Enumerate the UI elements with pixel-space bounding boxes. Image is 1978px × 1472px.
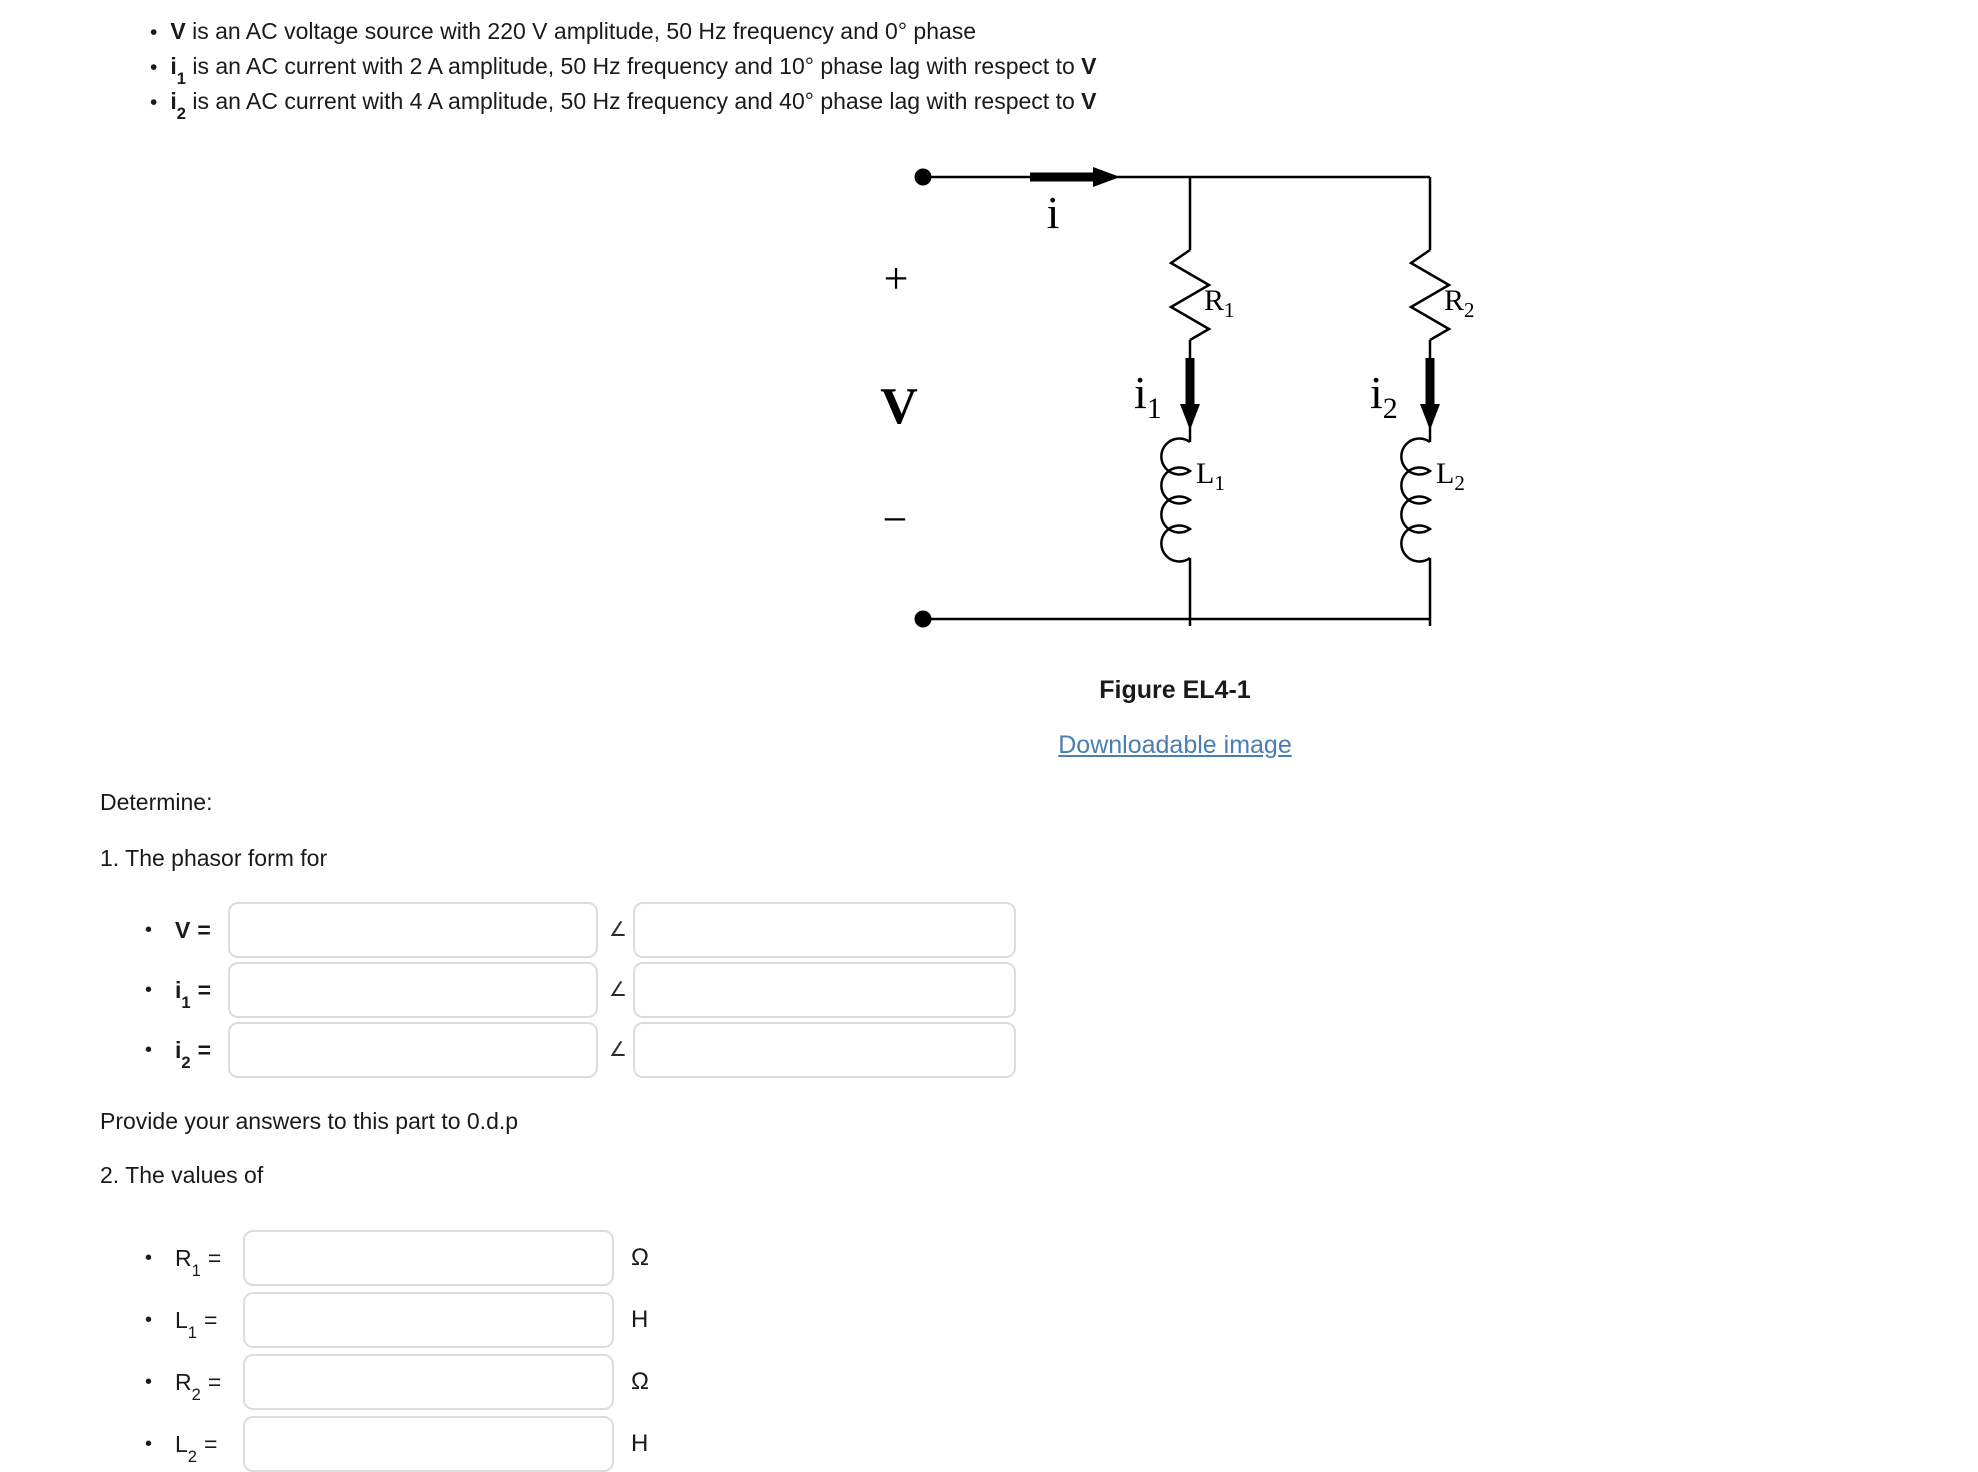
- part1-title: 1. The phasor form for: [100, 845, 328, 871]
- l1-unit-label: H: [631, 1306, 649, 1333]
- l2-label: L2=: [175, 1431, 218, 1467]
- determine-heading: Determine:: [100, 789, 213, 815]
- problem-statement: • V is an AC voltage source with 220 V a…: [150, 14, 1650, 124]
- intro-text: i1 is an AC current with 2 A amplitude, …: [170, 53, 1097, 89]
- phasor-i1-angle-input[interactable]: [633, 962, 1016, 1018]
- resistor-r2-label: R2: [1444, 284, 1475, 322]
- r2-value-input[interactable]: [243, 1354, 614, 1410]
- bullet-icon: •: [145, 1371, 153, 1393]
- intro-bullet-i1: • i1 is an AC current with 2 A amplitude…: [150, 49, 1650, 89]
- l1-value-input[interactable]: [243, 1292, 614, 1348]
- phasor-i2-angle-input[interactable]: [633, 1022, 1016, 1078]
- inductor-l1-label: L1: [1196, 457, 1225, 495]
- figure-caption: Figure EL4-1: [1099, 676, 1251, 704]
- angle-icon: ∠: [609, 1039, 627, 1061]
- value-row-r1: • R1= Ω: [0, 1230, 1978, 1286]
- angle-icon: ∠: [609, 919, 627, 941]
- source-v-label: V: [880, 378, 918, 435]
- source-plus-sign: +: [884, 254, 909, 303]
- current-arrow-i2: [1420, 358, 1440, 430]
- inductor-l1-symbol: [1160, 437, 1193, 563]
- intro-text: V is an AC voltage source with 220 V amp…: [170, 18, 977, 44]
- part2-title: 2. The values of: [100, 1162, 264, 1188]
- value-row-r2: • R2= Ω: [0, 1354, 1978, 1410]
- phasor-v-label: V=: [175, 917, 211, 943]
- phasor-row-v: • V= ∠: [0, 902, 1978, 958]
- bullet-icon: •: [150, 91, 158, 114]
- value-row-l2: • L2= H: [0, 1416, 1978, 1472]
- downloadable-image-link[interactable]: Downloadable image: [1058, 731, 1292, 759]
- r2-unit-label: Ω: [631, 1368, 649, 1395]
- current-arrow-i: [1030, 167, 1120, 187]
- intro-text: i2 is an AC current with 4 A amplitude, …: [170, 88, 1097, 124]
- figure-link-wrap: Downloadable image: [850, 731, 1500, 760]
- resistor-r1-symbol: [1168, 248, 1212, 342]
- bullet-icon: •: [145, 1433, 153, 1455]
- inductor-l2-label: L2: [1436, 457, 1465, 495]
- bullet-icon: •: [145, 1247, 153, 1269]
- resistor-r1-label: R1: [1204, 284, 1235, 322]
- r1-value-input[interactable]: [243, 1230, 614, 1286]
- r1-unit-label: Ω: [631, 1244, 649, 1271]
- bullet-icon: •: [145, 1309, 153, 1331]
- part1-precision-note: Provide your answers to this part to 0.d…: [100, 1108, 519, 1134]
- intro-bullet-v: • V is an AC voltage source with 220 V a…: [150, 14, 1650, 49]
- angle-icon: ∠: [609, 979, 627, 1001]
- phasor-i1-label: i1=: [175, 977, 212, 1013]
- current-arrow-i1: [1180, 358, 1200, 430]
- l2-unit-label: H: [631, 1430, 649, 1457]
- phasor-i2-magnitude-input[interactable]: [228, 1022, 598, 1078]
- bullet-icon: •: [145, 979, 153, 1001]
- phasor-i1-magnitude-input[interactable]: [228, 962, 598, 1018]
- terminal-dot-top: [914, 168, 932, 186]
- r1-label: R1=: [175, 1245, 222, 1281]
- phasor-row-i1: • i1= ∠: [0, 962, 1978, 1018]
- phasor-v-angle-input[interactable]: [633, 902, 1016, 958]
- intro-bullet-i2: • i2 is an AC current with 4 A amplitude…: [150, 84, 1650, 124]
- source-minus-sign: −: [883, 495, 908, 544]
- circuit-diagram: i + V − R1 i1 L1 R2 i2 L2: [880, 167, 1475, 628]
- l2-value-input[interactable]: [243, 1416, 614, 1472]
- phasor-i2-label: i2=: [175, 1037, 212, 1073]
- bullet-icon: •: [150, 56, 158, 79]
- bullet-icon: •: [145, 919, 153, 941]
- l1-label: L1=: [175, 1307, 218, 1343]
- inductor-l2-symbol: [1400, 437, 1433, 563]
- phasor-v-magnitude-input[interactable]: [228, 902, 598, 958]
- branch2-current-label: i2: [1370, 367, 1398, 425]
- bullet-icon: •: [145, 1039, 153, 1061]
- total-current-label: i: [1047, 187, 1060, 238]
- terminal-dot-bottom: [914, 610, 932, 628]
- resistor-r2-symbol: [1408, 248, 1452, 342]
- phasor-row-i2: • i2= ∠: [0, 1022, 1978, 1078]
- value-row-l1: • L1= H: [0, 1292, 1978, 1348]
- r2-label: R2=: [175, 1369, 222, 1405]
- bullet-icon: •: [150, 21, 158, 44]
- branch1-current-label: i1: [1134, 367, 1162, 425]
